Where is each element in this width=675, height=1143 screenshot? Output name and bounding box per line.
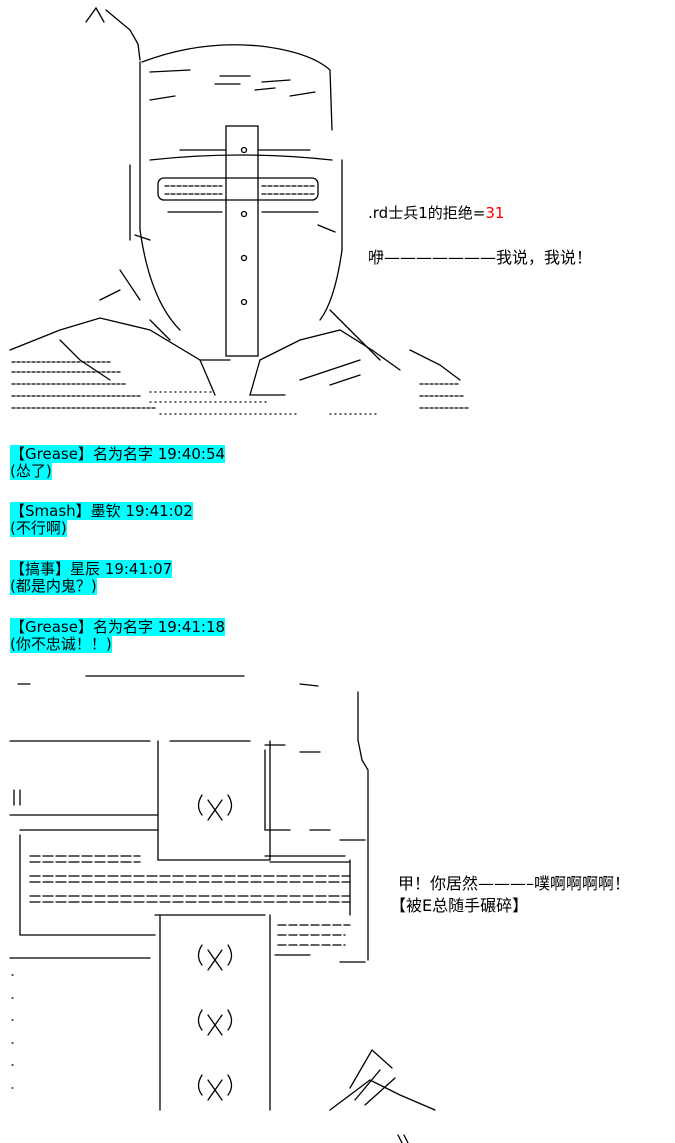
chat-message-4: (你不忠诚！！) bbox=[10, 635, 112, 653]
rejection-number: 31 bbox=[485, 204, 505, 222]
soldier-rejection-line: .rd士兵1的拒绝=31 bbox=[368, 205, 504, 222]
crush-note: 【被E总随手碾碎】 bbox=[390, 896, 529, 915]
chat-user-3: 【搞事】 bbox=[10, 560, 71, 578]
chat-header-3: 【搞事】星辰 19:41:07 bbox=[10, 560, 173, 578]
chat-meta-4: 名为名字 19:41:18 bbox=[92, 618, 226, 636]
rejection-prefix: .rd士兵1的拒绝= bbox=[368, 204, 486, 222]
chat-message-1: (怂了) bbox=[10, 462, 52, 480]
chat-header-4: 【Grease】名为名字 19:41:18 bbox=[10, 618, 226, 636]
chat-message-3: (都是内鬼？) bbox=[10, 577, 97, 595]
chat-meta-3: 星辰 19:41:07 bbox=[70, 560, 173, 578]
chat-message-2: (不行啊) bbox=[10, 519, 67, 537]
chat-user-2: 【Smash】 bbox=[10, 502, 91, 520]
chat-header-2: 【Smash】墨钦 19:41:02 bbox=[10, 502, 193, 520]
chat-user-4: 【Grease】 bbox=[10, 618, 93, 636]
chat-meta-2: 墨钦 19:41:02 bbox=[90, 502, 193, 520]
soldier-shout: 咿———————我说，我说！ bbox=[368, 248, 593, 267]
aa-knight-helmet bbox=[9, 6, 469, 415]
chat-meta-1: 名为名字 19:40:54 bbox=[92, 445, 226, 463]
chat-header-1: 【Grease】名为名字 19:40:54 bbox=[10, 445, 226, 463]
chat-user-1: 【Grease】 bbox=[10, 445, 93, 463]
guard-shout: 甲！你居然———–噗啊啊啊啊！ bbox=[398, 874, 631, 893]
